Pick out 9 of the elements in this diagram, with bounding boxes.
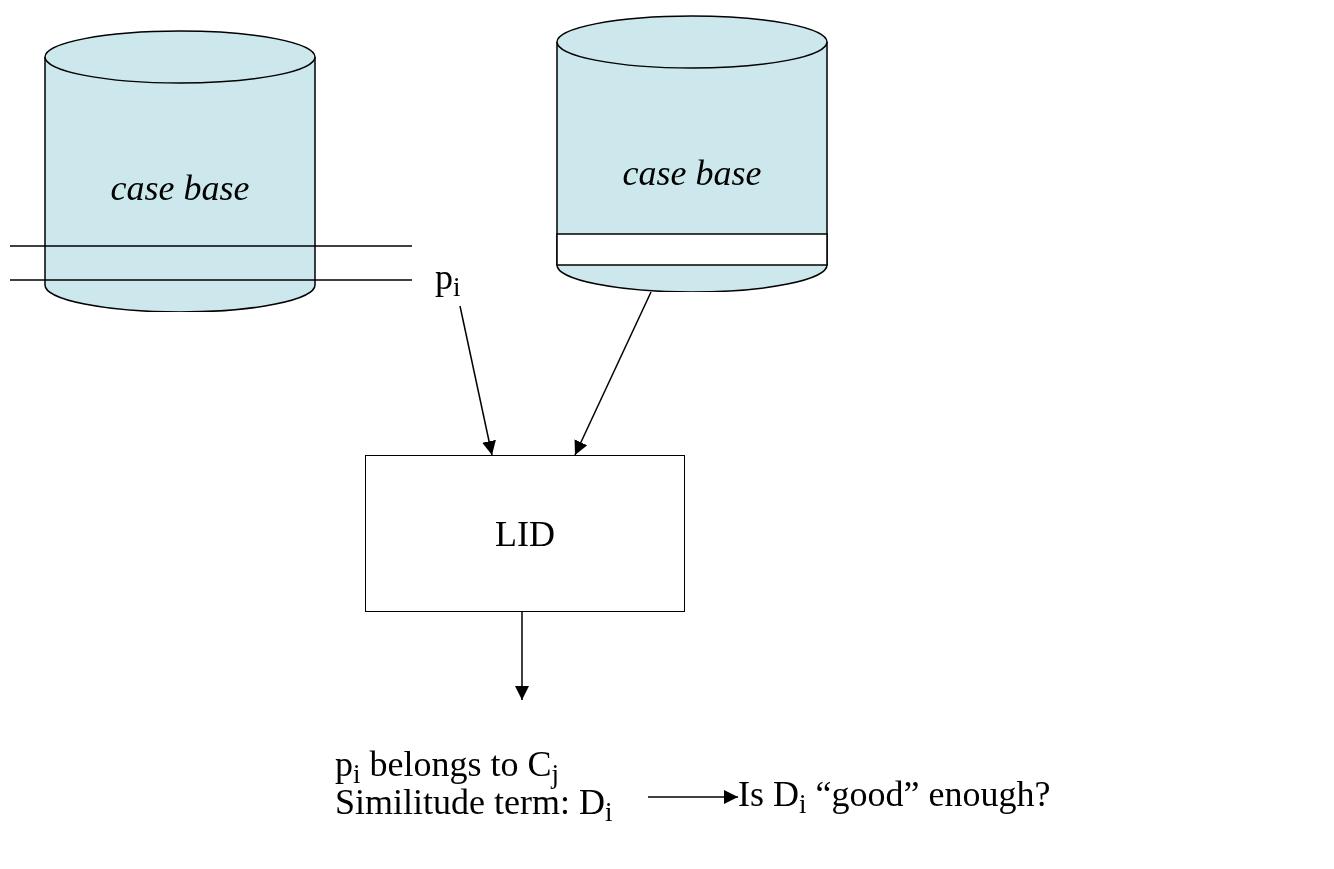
arrow	[647, 790, 739, 804]
arrow	[515, 611, 529, 701]
process-box: LID	[365, 455, 685, 612]
database-label: case base	[621, 155, 763, 191]
database-label: case base	[109, 170, 251, 206]
arrow	[459, 305, 496, 456]
arrow	[574, 291, 652, 456]
result-text: p$_{i}$	[435, 259, 462, 297]
result-text: Is D$_{i}$ “good” enough?	[738, 776, 1052, 814]
